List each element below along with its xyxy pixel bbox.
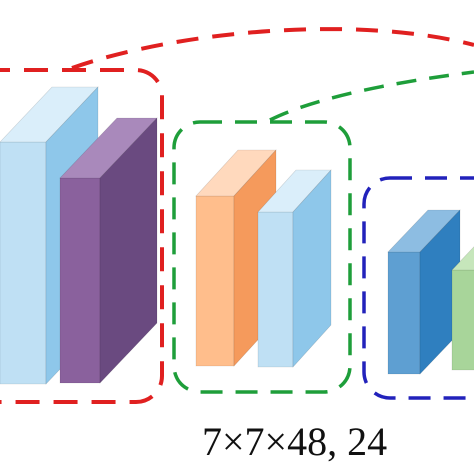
green-connector [269, 70, 474, 122]
dimension-label: 7×7×48, 24 [202, 419, 387, 464]
green-block-top [451, 246, 474, 271]
purple-block-front [59, 177, 101, 384]
group-3-box [362, 176, 474, 400]
group-1-box [0, 68, 164, 404]
dark-blue-block [387, 209, 461, 375]
blue-block-front [257, 211, 294, 368]
green-block [451, 246, 474, 371]
light-blue-block-front [0, 141, 47, 385]
dark-blue-block-front [387, 251, 421, 375]
purple-block [59, 117, 158, 384]
green-block-front [451, 269, 474, 371]
red-connector [71, 27, 474, 70]
blue-block [257, 169, 332, 368]
blue-block-side [292, 169, 332, 368]
purple-block-side [99, 117, 158, 384]
orange-block-front [195, 195, 235, 367]
feature-map-blocks [0, 86, 474, 385]
